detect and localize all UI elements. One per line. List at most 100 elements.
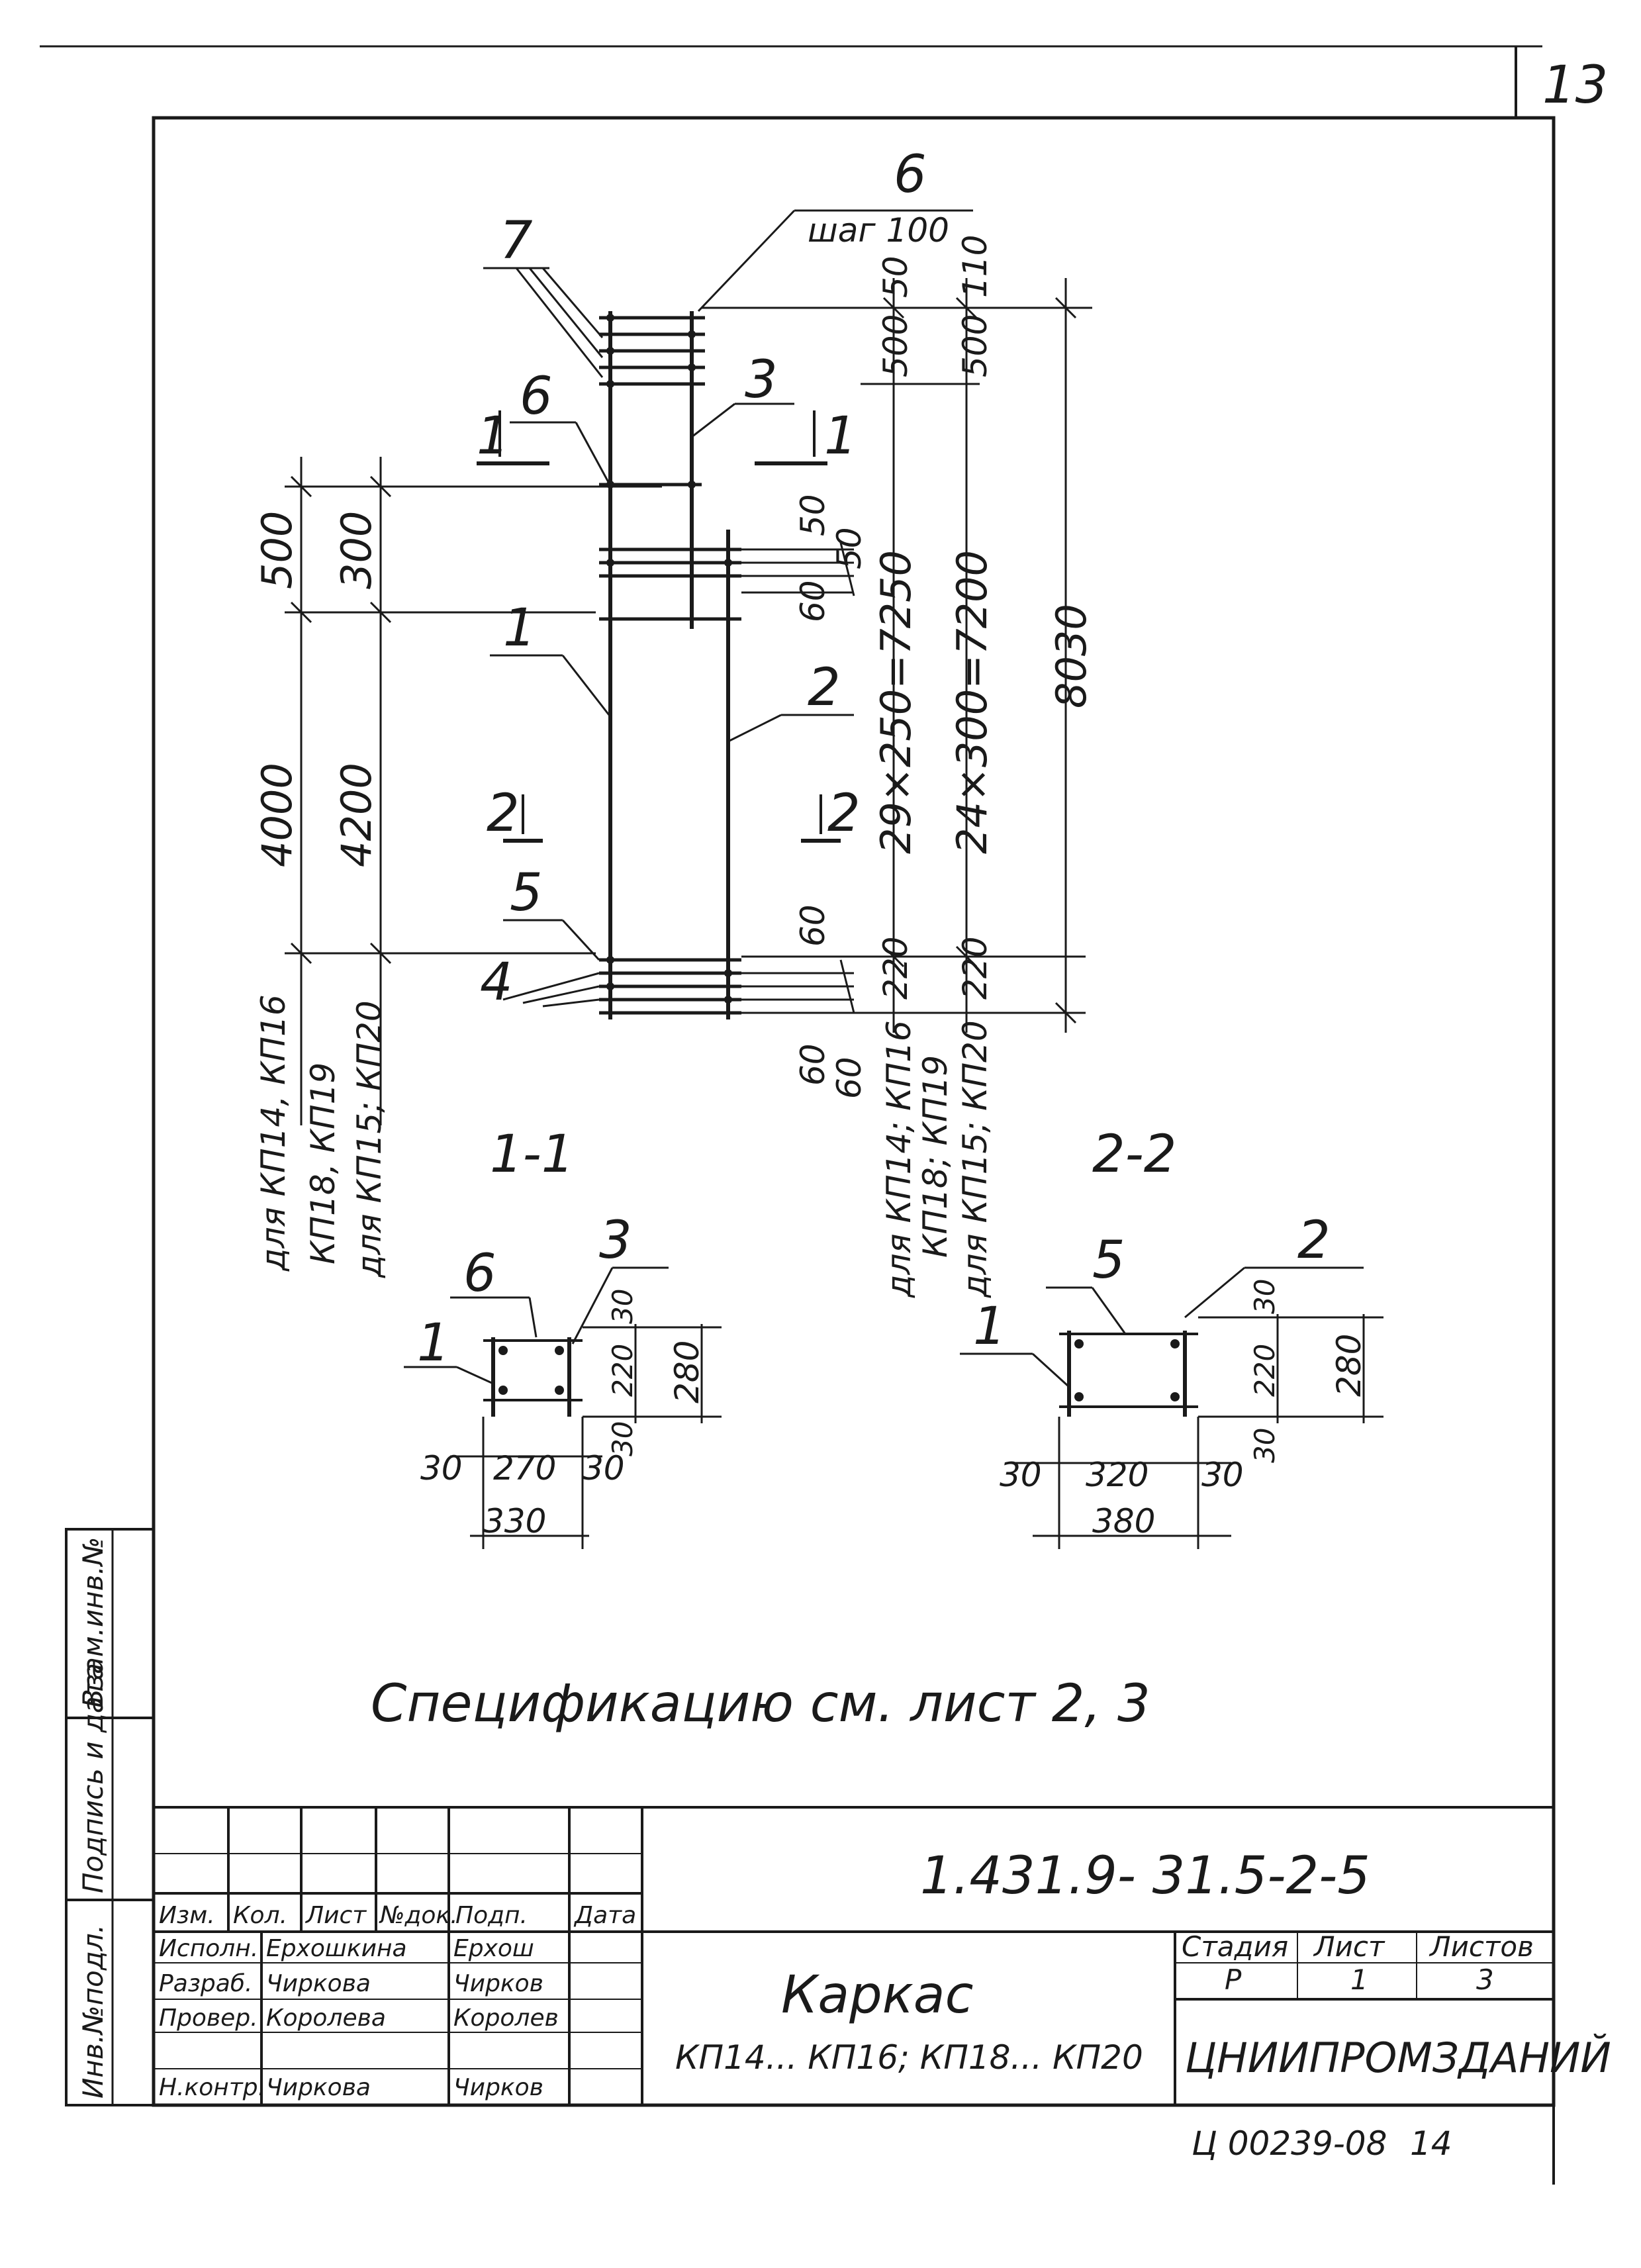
section-marks <box>477 410 841 843</box>
tb-header-izm: Изм. <box>159 1902 215 1929</box>
right-note-3: для КП15; КП20 <box>956 1020 994 1298</box>
s22-dim-280: 280 <box>1330 1334 1368 1397</box>
dim-top-110: 110 <box>956 235 994 298</box>
tb-stage-value: Р <box>1225 1963 1242 1996</box>
tb-header-ndoc: №док. <box>379 1902 458 1929</box>
dim-left-4200: 4200 <box>332 763 381 867</box>
dim-top-50: 50 <box>876 256 915 298</box>
dim-bot-60: 60 <box>794 904 832 947</box>
tb-sheet-value: 1 <box>1350 1963 1368 1996</box>
label-item-7: 7 <box>500 211 533 271</box>
tb-row3-sign: Королев <box>453 2005 559 2032</box>
dim-left-500: 500 <box>253 511 301 589</box>
dim-bot-220a: 220 <box>876 937 915 1000</box>
dim-bot-60b: 60 <box>794 1043 832 1086</box>
s11-dim-280: 280 <box>668 1341 706 1403</box>
section-cut-1-right: 1 <box>824 406 857 466</box>
tb-stage-label: Стадия <box>1182 1930 1288 1963</box>
side-stamp-replace-inv: Взам.инв.№ <box>77 1537 109 1708</box>
tb-row2-role: Разраб. <box>159 1970 252 1997</box>
tb-row1-role: Исполн. <box>159 1935 258 1962</box>
dim-span-1: 29×250=7250 <box>872 550 920 854</box>
tb-header-podp: Подп. <box>455 1902 528 1929</box>
section-1-1-drawing <box>404 1266 722 1549</box>
dim-span-2: 24×300=7200 <box>948 550 996 854</box>
tb-row4-role: Н.контр. <box>159 2074 265 2101</box>
s22-item-1: 1 <box>973 1297 1006 1356</box>
right-dimensions <box>702 278 1092 1033</box>
s22-dim-b30b: 30 <box>1201 1456 1244 1494</box>
s22-dim-30a: 30 <box>1248 1279 1281 1314</box>
label-item-5: 5 <box>510 863 543 923</box>
section-2-2-drawing <box>960 1266 1383 1549</box>
drawing-subtitle: КП14... КП16; КП18... КП20 <box>675 2038 1143 2077</box>
tb-header-data: Дата <box>573 1902 636 1929</box>
label-item-2: 2 <box>808 658 841 718</box>
label-item-3: 3 <box>745 350 778 410</box>
section-2-2-title: 2-2 <box>1092 1125 1176 1184</box>
label-item-6: 6 <box>520 367 553 426</box>
s22-item-2: 2 <box>1297 1211 1331 1270</box>
s22-dim-220: 220 <box>1248 1344 1281 1397</box>
tb-sheet-label: Лист <box>1313 1930 1385 1963</box>
section-cut-2-right: 2 <box>827 784 861 843</box>
tb-header-kol: Кол. <box>233 1902 287 1929</box>
tb-row1-name: Ерхошкина <box>266 1935 407 1962</box>
side-stamp-inventory: Инв.№подл. <box>77 1924 109 2099</box>
left-note-3: для КП15; КП20 <box>350 1000 389 1278</box>
s11-dim-b330: 330 <box>483 1502 546 1540</box>
section-cut-1-left: 1 <box>477 406 510 466</box>
section-cut-2-left: 2 <box>487 784 520 843</box>
s11-dim-b270: 270 <box>493 1449 556 1488</box>
tb-row3-role: Провер. <box>159 2005 258 2032</box>
s22-dim-b380: 380 <box>1092 1502 1155 1540</box>
left-note-1: для КП14, КП16 <box>254 994 293 1272</box>
tb-row1-sign: Ерхош <box>453 1935 534 1962</box>
tb-row4-name: Чиркова <box>266 2074 371 2101</box>
s22-dim-b320: 320 <box>1086 1456 1149 1494</box>
tb-sheets-value: 3 <box>1476 1963 1494 1996</box>
label-step-100: шаг 100 <box>808 211 949 250</box>
left-dimensions <box>285 457 662 1125</box>
s11-dim-b30a: 30 <box>420 1449 463 1488</box>
tb-row2-name: Чиркова <box>266 1970 371 1997</box>
dim-mid-50a: 50 <box>794 494 832 536</box>
right-note-1: для КП14; КП16 <box>880 1020 918 1298</box>
tb-sheets-label: Листов <box>1429 1930 1534 1963</box>
left-note-2: КП18, КП19 <box>304 1063 342 1264</box>
footer-code: Ц 00239-08 <box>1192 2124 1387 2163</box>
organization-name: ЦНИИПРОМЗДАНИЙ <box>1185 2033 1611 2082</box>
dim-total-8030: 8030 <box>1047 604 1096 708</box>
s11-dim-30a: 30 <box>606 1289 639 1324</box>
title-block <box>154 1806 1554 2105</box>
side-stamp: Взам.инв.№ Подпись и дата Инв.№подл. <box>65 1528 155 2106</box>
s22-item-5: 5 <box>1092 1231 1125 1290</box>
s11-item-1: 1 <box>417 1313 450 1373</box>
drawing-title: Каркас <box>781 1965 973 2025</box>
tb-row3-name: Королева <box>266 2005 386 2032</box>
document-code: 1.431.9- 31.5-2-5 <box>920 1846 1370 1906</box>
frame-elevation <box>599 311 741 1019</box>
side-stamp-signature-date: Подпись и дата <box>77 1663 109 1893</box>
tb-header-list: Лист <box>305 1902 367 1929</box>
footer-page: 14 <box>1410 2124 1452 2163</box>
dim-mid-60: 60 <box>794 580 832 622</box>
label-item-1: 1 <box>503 598 536 658</box>
s22-dim-b30a: 30 <box>1000 1456 1042 1494</box>
specification-note: Спецификацию см. лист 2, 3 <box>371 1674 1150 1734</box>
dim-bot-220b: 220 <box>956 937 994 1000</box>
s11-dim-b30b: 30 <box>583 1449 625 1488</box>
dim-left-300: 300 <box>332 511 381 589</box>
dim-top-500a: 500 <box>876 314 915 377</box>
s22-dim-30b: 30 <box>1248 1428 1281 1463</box>
s11-dim-220: 220 <box>606 1344 639 1397</box>
label-item-6-top: 6 <box>894 145 927 205</box>
label-item-4: 4 <box>480 953 513 1012</box>
s11-item-3: 3 <box>599 1211 632 1270</box>
tb-row4-sign: Чирков <box>453 2074 543 2101</box>
section-1-1-title: 1-1 <box>490 1125 574 1184</box>
dim-bot-60c: 60 <box>830 1057 868 1099</box>
dim-mid-50b: 50 <box>830 527 868 569</box>
right-note-2: КП18; КП19 <box>916 1055 955 1258</box>
